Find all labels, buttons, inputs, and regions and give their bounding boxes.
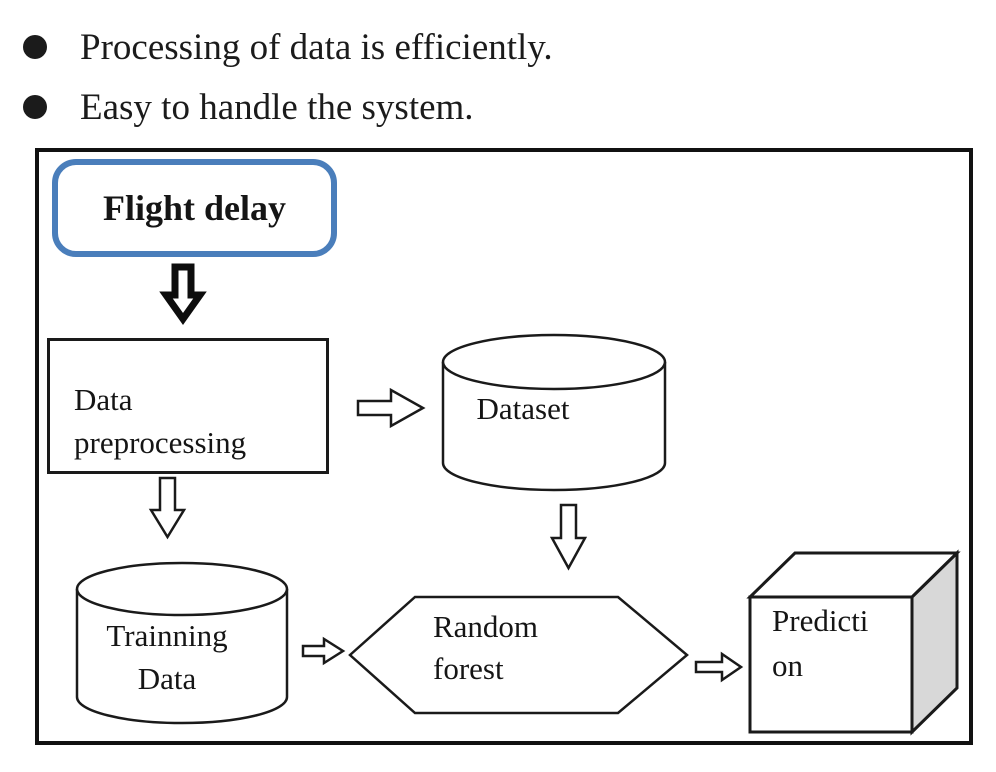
prediction-cube bbox=[746, 549, 961, 736]
diagram-frame bbox=[35, 148, 973, 745]
training-data-label-line2: Data bbox=[137, 661, 197, 696]
bullet-text: Easy to handle the system. bbox=[80, 86, 474, 128]
flight-delay-label: Flight delay bbox=[102, 188, 286, 228]
flight-delay-box bbox=[52, 159, 337, 257]
data-preprocessing-label: Data preprocessing bbox=[74, 378, 246, 464]
arrow-down-bold-icon bbox=[159, 263, 207, 326]
dataset-label: Dataset bbox=[476, 391, 570, 426]
training-data-cylinder bbox=[75, 561, 289, 725]
prediction-label-line1: Predicti bbox=[772, 603, 869, 638]
data-preprocessing-label-line2: preprocessing bbox=[74, 425, 247, 460]
bullet-dot-icon bbox=[23, 35, 47, 59]
arrow-right-icon bbox=[301, 636, 346, 666]
arrow-down-icon bbox=[549, 503, 588, 571]
bullet-text: Processing of data is efficiently. bbox=[80, 26, 553, 68]
training-data-label: Trainning Data bbox=[72, 614, 262, 700]
random-forest-label: Random forest bbox=[433, 606, 538, 690]
arrow-right-icon bbox=[356, 387, 426, 429]
training-data-label-line1: Trainning bbox=[106, 618, 228, 653]
bullet-item-1: Processing of data is efficiently. bbox=[23, 18, 553, 76]
prediction-label: Predicti on bbox=[772, 598, 902, 688]
random-forest-label-line2: forest bbox=[433, 651, 504, 686]
bullet-item-2: Easy to handle the system. bbox=[23, 78, 474, 136]
bullet-dot-icon bbox=[23, 95, 47, 119]
data-preprocessing-label-line1: Data bbox=[74, 382, 133, 417]
random-forest-label-line1: Random bbox=[433, 609, 539, 644]
prediction-label-line2: on bbox=[772, 648, 803, 683]
data-preprocessing-box bbox=[47, 338, 329, 474]
arrow-right-icon bbox=[694, 651, 744, 683]
arrow-down-icon bbox=[148, 476, 187, 540]
dataset-cylinder bbox=[441, 333, 667, 492]
random-forest-hexagon bbox=[348, 595, 689, 715]
